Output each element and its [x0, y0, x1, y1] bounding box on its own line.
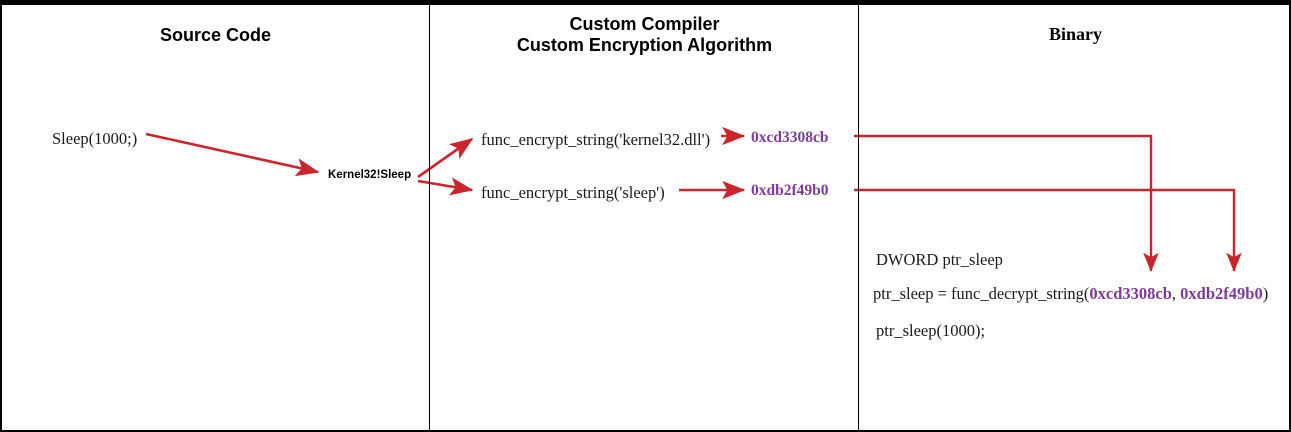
column-title-binary: Binary — [1048, 24, 1102, 44]
hex-value-kernel32: 0xcd3308cb — [751, 129, 829, 146]
hex-value-sleep: 0xdb2f49b0 — [751, 182, 829, 199]
column-divider-1 — [429, 5, 430, 430]
binary-code-line-decrypt: ptr_sleep = func_decrypt_string(0xcd3308… — [873, 284, 1268, 304]
arrow-kernel-to-encrypt-kernel32 — [417, 137, 474, 179]
kernel32-sleep-label: Kernel32!Sleep — [328, 169, 412, 181]
decrypt-call-prefix: ptr_sleep = func_decrypt_string( — [873, 284, 1090, 303]
column-title-custom-compiler: Custom Compiler Custom Encryption Algori… — [516, 14, 773, 56]
column-title-source-code: Source Code — [159, 25, 272, 45]
func-encrypt-string-kernel32: func_encrypt_string('kernel32.dll') — [481, 130, 711, 149]
arrow-source-to-kernel — [145, 132, 320, 177]
connector-layer — [145, 126, 1242, 272]
decrypt-arg-1: 0xcd3308cb — [1089, 284, 1172, 303]
binary-code-line-call: ptr_sleep(1000); — [876, 321, 986, 340]
func-encrypt-string-sleep: func_encrypt_string('sleep') — [481, 183, 665, 202]
arrow-kernel-to-encrypt-sleep — [417, 177, 474, 196]
binary-code-line-dword: DWORD ptr_sleep — [876, 250, 1003, 269]
decrypt-call-suffix: ) — [1262, 284, 1269, 303]
decrypt-arg-2: 0xdb2f49b0 — [1180, 284, 1263, 303]
source-sleep-call: Sleep(1000;) — [52, 129, 138, 148]
decrypt-arg-separator: , — [1171, 284, 1181, 303]
column-divider-2 — [858, 5, 859, 430]
